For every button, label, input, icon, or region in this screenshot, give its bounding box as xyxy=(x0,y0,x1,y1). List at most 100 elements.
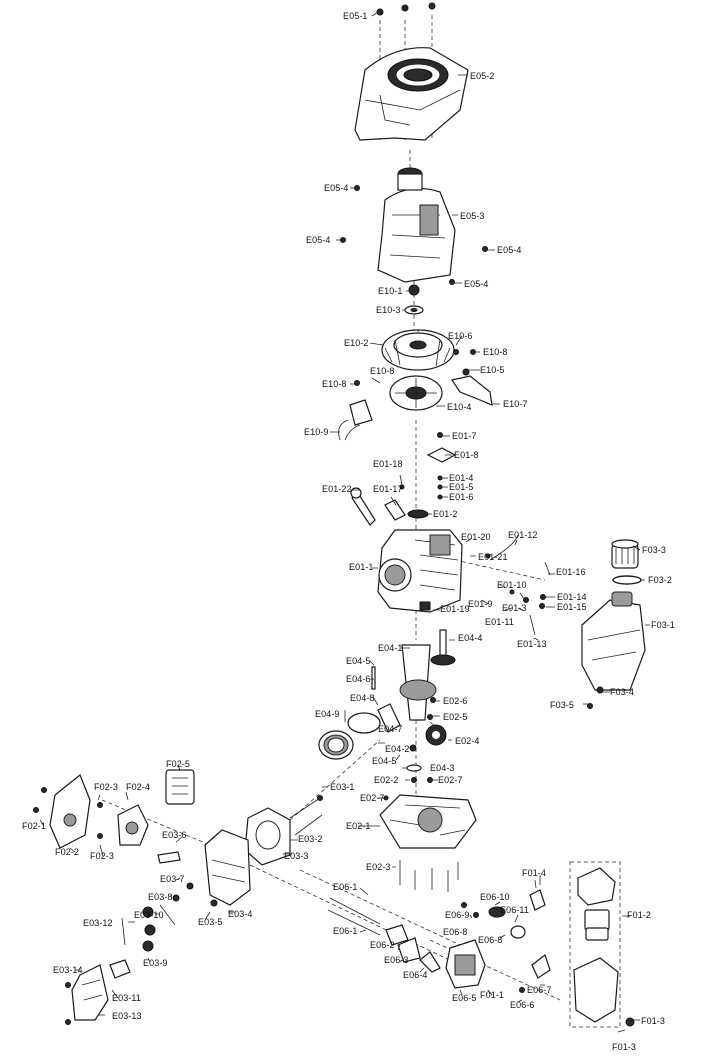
blower-housing-group xyxy=(340,2,488,285)
label-E03-11: E03-11 xyxy=(112,993,141,1003)
label-E06-1b: E06-1 xyxy=(333,926,358,936)
label-E03-14: E03-14 xyxy=(53,965,83,975)
label-E01-18: E01-18 xyxy=(373,459,403,469)
label-E10-8c: E10-8 xyxy=(322,379,347,389)
label-E04-4: E04-4 xyxy=(458,633,483,643)
label-E04-9: E04-9 xyxy=(315,709,340,719)
fuel-tank-group xyxy=(581,539,646,709)
label-F02-3b: F02-3 xyxy=(90,851,114,861)
label-E01-5: E01-5 xyxy=(449,482,474,492)
label-F03-5: F03-5 xyxy=(550,700,574,710)
label-E05-4c: E05-4 xyxy=(497,245,522,255)
label-E01-4: E01-4 xyxy=(449,473,474,483)
crankcase-group xyxy=(350,432,551,636)
label-E02-3: E02-3 xyxy=(366,862,391,872)
label-E06-8: E06-8 xyxy=(443,927,468,937)
label-E02-5: E02-5 xyxy=(443,712,468,722)
label-E04-6: E04-6 xyxy=(346,674,371,684)
label-E03-2: E03-2 xyxy=(298,834,323,844)
label-E06-1a: E06-1 xyxy=(333,882,358,892)
label-E03-7: E03-7 xyxy=(160,874,185,884)
label-F03-1: F03-1 xyxy=(651,620,675,630)
label-E03-8: E03-8 xyxy=(148,892,173,902)
label-E10-4: E10-4 xyxy=(447,402,472,412)
label-F01-4: F01-4 xyxy=(522,868,546,878)
crankshaft-group xyxy=(318,629,456,783)
label-E05-4a: E05-4 xyxy=(324,183,349,193)
cylinder-shroud-shape xyxy=(377,187,456,283)
label-E06-8: E06-8 xyxy=(478,935,503,945)
label-E06-7: E06-7 xyxy=(527,985,552,995)
label-E05-3: E05-3 xyxy=(460,211,485,221)
connecting-rod-shape xyxy=(377,703,401,733)
label-F02-2: F02-2 xyxy=(55,847,79,857)
label-E03-10: E03-10 xyxy=(134,910,164,920)
label-E01-3: E01-3 xyxy=(502,603,527,613)
label-E03-6: E03-6 xyxy=(162,830,187,840)
label-F02-3a: F02-3 xyxy=(94,782,118,792)
brake-lever-shape xyxy=(451,375,493,406)
label-E01-9: E01-9 xyxy=(468,599,493,609)
part-labels: E05-1 E05-2 E05-4 E05-3 E05-4 E05-4 E05-… xyxy=(22,11,675,1052)
label-E01-16: E01-16 xyxy=(556,567,586,577)
label-E06-11: E06-11 xyxy=(500,905,529,915)
label-E02-2: E02-2 xyxy=(374,775,399,785)
label-E06-3: E06-3 xyxy=(384,955,409,965)
label-E06-10: E06-10 xyxy=(480,892,510,902)
label-E03-9: E03-9 xyxy=(143,958,168,968)
label-E01-20: E01-20 xyxy=(461,532,491,542)
label-E02-7b: E02-7 xyxy=(360,793,385,803)
label-E01-6: E01-6 xyxy=(449,492,474,502)
label-E01-11: E01-11 xyxy=(485,617,514,627)
label-E03-13: E03-13 xyxy=(112,1011,142,1021)
label-F02-1: F02-1 xyxy=(22,821,46,831)
ignition-coil-shape xyxy=(349,399,373,426)
label-E06-4: E06-4 xyxy=(403,970,428,980)
air-filter-group xyxy=(569,861,635,1028)
label-E10-7: E10-7 xyxy=(503,399,528,409)
leader-lines xyxy=(39,11,650,1033)
label-E04-8: E04-8 xyxy=(350,693,375,703)
muffler-group xyxy=(33,769,195,849)
label-E01-19: E01-19 xyxy=(440,604,470,614)
label-F01-1: F01-1 xyxy=(480,990,504,1000)
label-F01-2: F01-2 xyxy=(627,910,651,920)
label-E04-5a: E04-5 xyxy=(346,656,371,666)
label-E06-9: E06-9 xyxy=(445,910,470,920)
label-E02-1: E02-1 xyxy=(346,821,371,831)
label-E01-22: E01-22 xyxy=(322,484,352,494)
label-E01-13: E01-13 xyxy=(517,639,547,649)
air-filter-base-shape xyxy=(573,957,619,1023)
label-E03-12: E03-12 xyxy=(83,918,113,928)
label-E01-17: E01-17 xyxy=(373,484,403,494)
spark-plug-shape xyxy=(157,851,181,864)
fuel-tank-shape xyxy=(581,599,646,691)
label-E10-5: E10-5 xyxy=(480,365,505,375)
label-E03-5: E03-5 xyxy=(198,917,223,927)
label-E10-8b: E10-8 xyxy=(370,366,395,376)
piston-shape xyxy=(347,712,381,734)
cylinder-head-shape xyxy=(204,829,251,906)
label-F03-4: F03-4 xyxy=(610,687,634,697)
label-E04-3: E04-3 xyxy=(430,763,455,773)
label-E05-4d: E05-4 xyxy=(464,279,489,289)
air-filter-box xyxy=(569,861,621,1028)
label-E06-2: E06-2 xyxy=(370,940,395,950)
label-E04-7: E04-7 xyxy=(378,724,403,734)
label-E04-1: E04-1 xyxy=(378,643,403,653)
label-E01-7: E01-7 xyxy=(452,431,477,441)
label-E01-12: E01-12 xyxy=(508,530,538,540)
label-E10-1: E10-1 xyxy=(378,286,403,296)
valve-cover-plate-shape xyxy=(426,447,457,463)
label-E10-9: E10-9 xyxy=(304,427,329,437)
label-E03-1: E03-1 xyxy=(330,782,355,792)
label-E01-14: E01-14 xyxy=(557,592,587,602)
label-E05-1: E05-1 xyxy=(343,11,368,21)
label-E02-4: E02-4 xyxy=(455,736,480,746)
label-E01-15: E01-15 xyxy=(557,602,587,612)
carburetor-group xyxy=(327,889,551,993)
cylinder-head-group xyxy=(65,795,323,1025)
label-F03-2: F03-2 xyxy=(648,575,672,585)
